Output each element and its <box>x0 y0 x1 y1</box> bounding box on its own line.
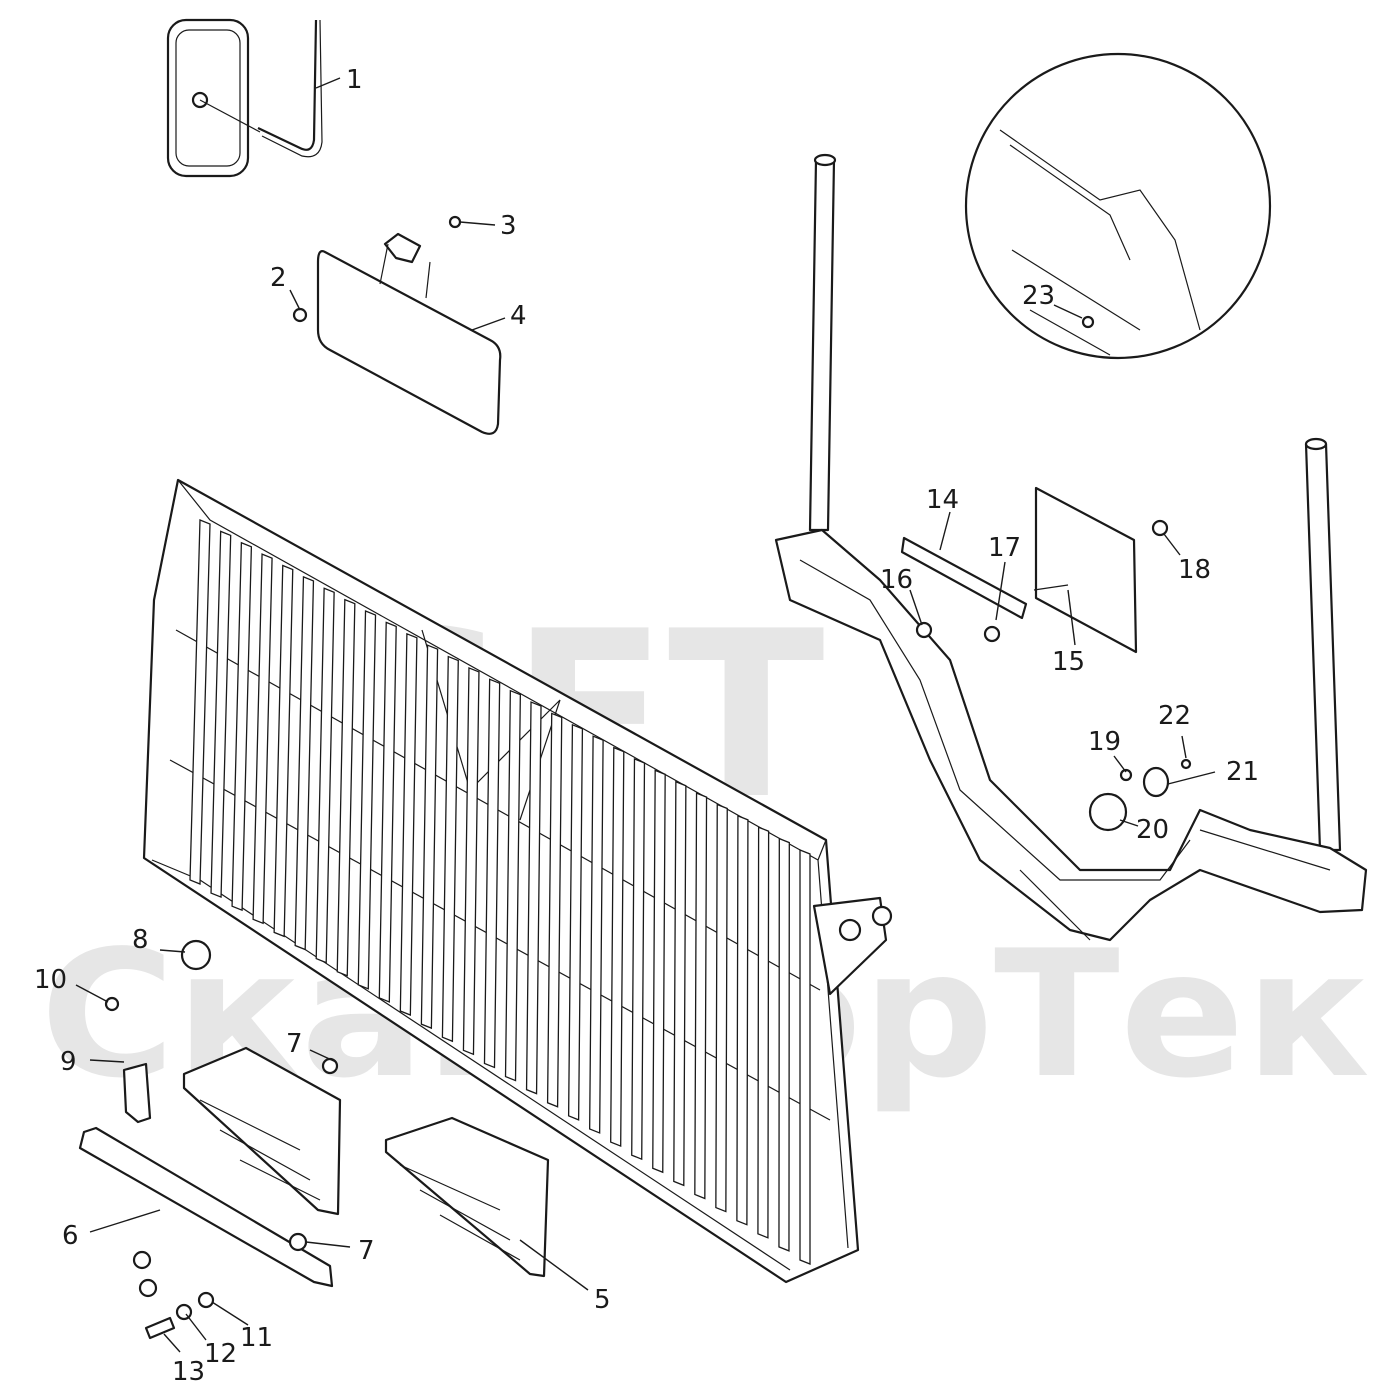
grille-fin <box>546 712 563 1108</box>
callout-10: 10 <box>34 965 67 995</box>
grille-fins <box>189 519 811 1265</box>
callout-19: 19 <box>1088 727 1121 757</box>
grille-fin <box>231 541 253 912</box>
detail-circle-23 <box>964 52 1272 360</box>
grille-fin <box>694 792 708 1200</box>
grille-fin <box>652 769 666 1174</box>
callout-4: 4 <box>510 301 527 331</box>
callout-14: 14 <box>926 485 959 515</box>
lower-parts <box>78 939 550 1340</box>
callout-2: 2 <box>270 263 287 293</box>
grille-fin <box>567 723 584 1121</box>
grille-fin <box>294 575 315 951</box>
grille-fin <box>736 814 749 1226</box>
callout-22: 22 <box>1158 701 1191 731</box>
grille-fin <box>715 803 728 1213</box>
grille-fin <box>504 689 522 1082</box>
callout-15: 15 <box>1052 647 1085 677</box>
callout-13: 13 <box>172 1357 205 1387</box>
leader-lines <box>75 77 1216 1353</box>
grille-fin <box>336 598 356 977</box>
callout-7-upper: 7 <box>286 1029 303 1059</box>
mirror-part-1 <box>166 18 323 178</box>
callout-1: 1 <box>346 65 363 95</box>
callout-7-lower: 7 <box>358 1236 375 1266</box>
callout-17: 17 <box>988 533 1021 563</box>
grille-fin <box>420 644 439 1030</box>
grille-fin <box>273 564 294 938</box>
callout-20: 20 <box>1136 815 1169 845</box>
plate-part-4 <box>292 215 502 435</box>
grille-fin <box>210 530 232 899</box>
grille-fin <box>799 849 811 1265</box>
grille-fin <box>189 519 211 885</box>
callout-11: 11 <box>240 1323 273 1353</box>
callout-6: 6 <box>62 1221 79 1251</box>
callouts: 1 2 3 4 5 6 7 7 8 9 10 11 12 13 14 15 16… <box>34 65 1259 1387</box>
grille-fin <box>610 746 625 1148</box>
callout-3: 3 <box>500 211 517 241</box>
grille-fin <box>483 678 501 1069</box>
callout-12: 12 <box>204 1339 237 1369</box>
grille-fin <box>252 553 273 925</box>
grille-fin <box>757 826 770 1239</box>
grille-main <box>142 478 893 1284</box>
plate-part-15 <box>900 486 1169 654</box>
grille-fin <box>315 587 335 964</box>
callout-8: 8 <box>132 925 149 955</box>
grille-fin <box>399 632 418 1016</box>
grille-fin <box>378 621 397 1003</box>
grille-fin <box>631 758 646 1161</box>
callout-23: 23 <box>1022 281 1055 311</box>
grille-fin <box>462 666 480 1056</box>
grille-fin <box>441 655 459 1043</box>
callout-21: 21 <box>1226 757 1259 787</box>
callout-16: 16 <box>880 565 913 595</box>
callout-18: 18 <box>1178 555 1211 585</box>
grille-fin <box>589 735 604 1134</box>
grille-fin <box>357 610 377 990</box>
callout-5: 5 <box>594 1285 611 1315</box>
grille-fin <box>525 701 542 1095</box>
grille-fin <box>778 837 790 1252</box>
parts-19-22 <box>1088 758 1192 832</box>
grille-fin <box>673 780 687 1187</box>
callout-9: 9 <box>60 1047 77 1077</box>
